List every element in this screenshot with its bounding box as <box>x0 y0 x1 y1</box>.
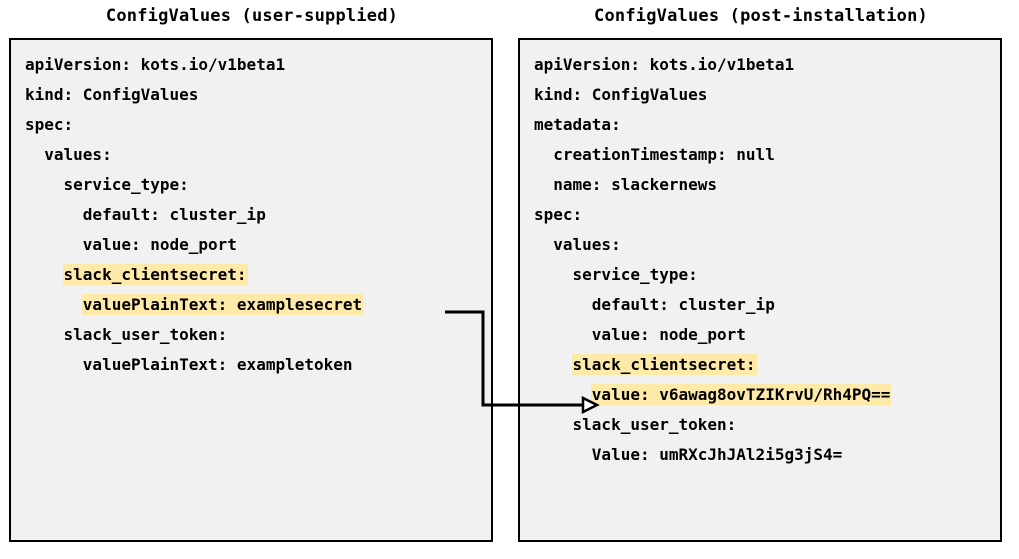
code-indent <box>25 205 83 224</box>
code-box-post-installation: apiVersion: kots.io/v1beta1 kind: ConfigV… <box>518 38 1002 542</box>
panel-title-post-installation: ConfigValues (post-installation) <box>594 6 928 26</box>
code-line: spec: <box>11 110 491 140</box>
code-line-text: apiVersion: kots.io/v1beta1 <box>534 55 795 74</box>
code-line-text: valuePlainText: examplesecret <box>82 295 363 314</box>
code-line: kind: ConfigValues <box>520 80 1000 110</box>
code-line-text: apiVersion: kots.io/v1beta1 <box>25 55 286 74</box>
code-line: service_type: <box>11 170 491 200</box>
code-indent <box>534 445 592 464</box>
code-line-text: slack_clientsecret: <box>572 355 756 374</box>
code-line: spec: <box>520 200 1000 230</box>
code-line-text: kind: ConfigValues <box>25 85 199 104</box>
code-line: values: <box>520 230 1000 260</box>
code-line: apiVersion: kots.io/v1beta1 <box>520 50 1000 80</box>
code-line: value: node_port <box>520 320 1000 350</box>
code-box-user-supplied: apiVersion: kots.io/v1beta1 kind: ConfigV… <box>9 38 493 542</box>
code-indent <box>534 265 573 284</box>
code-line-text: service_type: <box>63 175 189 194</box>
code-indent <box>534 235 553 254</box>
code-line-text: slack_clientsecret: <box>63 265 247 284</box>
code-line-text: spec: <box>25 115 74 134</box>
code-line-text: name: slackernews <box>553 175 718 194</box>
code-indent <box>25 355 83 374</box>
code-indent <box>25 325 64 344</box>
code-indent <box>534 415 573 434</box>
code-line-text: default: cluster_ip <box>591 295 775 314</box>
code-indent <box>25 295 83 314</box>
code-line: valuePlainText: exampletoken <box>11 350 491 380</box>
code-indent <box>534 175 553 194</box>
code-indent <box>534 355 573 374</box>
code-line-text: Value: umRXcJhJAl2i5g3jS4= <box>591 445 843 464</box>
code-line-text: values: <box>553 235 621 254</box>
code-indent <box>25 145 44 164</box>
code-line-text: values: <box>44 145 112 164</box>
code-line-text: spec: <box>534 205 583 224</box>
code-line: creationTimestamp: null <box>520 140 1000 170</box>
code-line: slack_clientsecret: <box>520 350 1000 380</box>
code-line: slack_user_token: <box>11 320 491 350</box>
panel-title-user-supplied: ConfigValues (user-supplied) <box>105 6 399 26</box>
code-line-text: service_type: <box>572 265 698 284</box>
code-indent <box>25 235 83 254</box>
code-line-text: value: v6awag8ovTZIKrvU/Rh4PQ== <box>591 385 891 404</box>
code-line-text: slack_user_token: <box>63 325 228 344</box>
code-line: apiVersion: kots.io/v1beta1 <box>11 50 491 80</box>
code-line: slack_clientsecret: <box>11 260 491 290</box>
code-indent <box>534 295 592 314</box>
code-line: value: v6awag8ovTZIKrvU/Rh4PQ== <box>520 380 1000 410</box>
code-indent <box>25 265 64 284</box>
code-line: valuePlainText: examplesecret <box>11 290 491 320</box>
code-line-text: slack_user_token: <box>572 415 737 434</box>
code-line-text: metadata: <box>534 115 621 134</box>
code-line: default: cluster_ip <box>11 200 491 230</box>
code-line: kind: ConfigValues <box>11 80 491 110</box>
code-line: metadata: <box>520 110 1000 140</box>
code-line-text: value: node_port <box>591 325 746 344</box>
code-indent <box>534 145 553 164</box>
panel-config-values-user-supplied: ConfigValues (user-supplied) apiVersion:… <box>9 0 495 559</box>
code-line-text: default: cluster_ip <box>82 205 266 224</box>
code-line: default: cluster_ip <box>520 290 1000 320</box>
panel-config-values-post-installation: ConfigValues (post-installation) apiVers… <box>518 0 1004 559</box>
code-line-text: value: node_port <box>82 235 237 254</box>
code-line-text: kind: ConfigValues <box>534 85 708 104</box>
code-line-text: creationTimestamp: null <box>553 145 775 164</box>
code-line: values: <box>11 140 491 170</box>
code-lines-user-supplied: apiVersion: kots.io/v1beta1 kind: ConfigV… <box>11 50 491 380</box>
code-line: value: node_port <box>11 230 491 260</box>
code-line: slack_user_token: <box>520 410 1000 440</box>
code-line: service_type: <box>520 260 1000 290</box>
code-line: Value: umRXcJhJAl2i5g3jS4= <box>520 440 1000 470</box>
code-indent <box>534 385 592 404</box>
code-lines-post-installation: apiVersion: kots.io/v1beta1 kind: ConfigV… <box>520 50 1000 470</box>
code-indent <box>534 325 592 344</box>
code-indent <box>25 175 64 194</box>
code-line-text: valuePlainText: exampletoken <box>82 355 353 374</box>
code-line: name: slackernews <box>520 170 1000 200</box>
